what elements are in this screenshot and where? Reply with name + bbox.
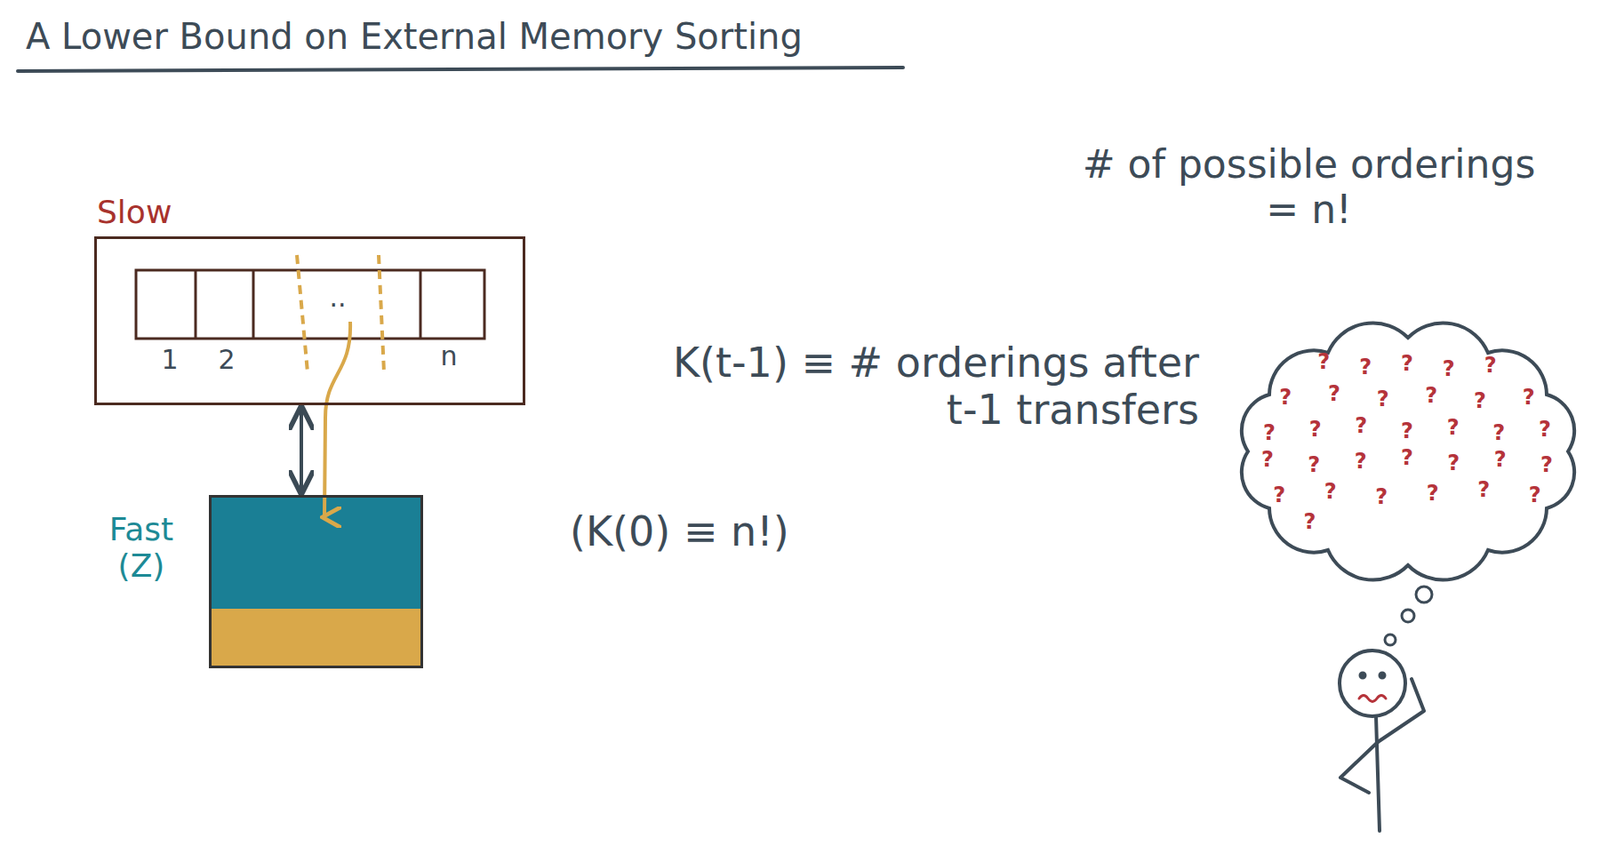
array: [136, 270, 485, 339]
question-mark: ?: [1279, 385, 1292, 411]
transfer-connector: [299, 408, 304, 493]
index-number: 1: [156, 344, 184, 376]
question-mark: ?: [1400, 419, 1414, 445]
fast-memory-fill: [208, 608, 424, 669]
memory-label: Slow: [96, 193, 172, 231]
ellipsis: ..: [315, 282, 360, 314]
box-outline: [94, 236, 526, 406]
thought-bubble: [1401, 609, 1415, 623]
definition: K(t-1) ≡ # orderings after t-1 transfers: [639, 339, 1200, 434]
question-mark: ?: [1538, 417, 1552, 443]
question-mark: ?: [1400, 446, 1414, 472]
fast-memory-fill: [208, 495, 424, 609]
question-mark: ?: [1307, 453, 1320, 479]
box-outline: [208, 495, 424, 669]
memory-label: Fast (Z): [96, 511, 186, 585]
thought-bubble: [1416, 586, 1432, 603]
question-mark: ?: [1376, 387, 1390, 413]
question-mark: ?: [1317, 350, 1330, 376]
title: A Lower Bound on External Memory Sorting: [25, 16, 803, 57]
block-marker: [296, 255, 308, 373]
question-mark: ?: [1303, 510, 1316, 536]
transfer-arrow: [324, 321, 351, 518]
definition: (K(0) ≡ n!): [569, 508, 790, 556]
question-mark: ?: [1477, 478, 1490, 504]
array-divider: [252, 270, 256, 339]
thought-bubble: [1384, 634, 1396, 646]
question-mark: ?: [1426, 481, 1440, 507]
question-mark: ?: [1272, 483, 1286, 509]
question-mark: ?: [1484, 353, 1497, 379]
question-mark: ?: [1447, 451, 1460, 477]
fast-memory: Fast (Z): [96, 495, 424, 669]
question-mark: ?: [1309, 417, 1322, 443]
array-divider: [419, 270, 423, 339]
index-number: 2: [213, 344, 240, 376]
question-mark: ?: [1492, 421, 1505, 447]
question-mark: ?: [1528, 483, 1542, 509]
question-mark: ?: [1400, 352, 1414, 377]
question-mark: ?: [1447, 416, 1460, 441]
question-mark: ?: [1540, 453, 1553, 479]
question-mark: ?: [1261, 448, 1274, 473]
block-marker: [378, 255, 384, 373]
question-mark: ?: [1359, 355, 1372, 381]
question-mark: ?: [1442, 357, 1456, 383]
slow-memory: Slow: [94, 193, 526, 406]
question-mark: ?: [1354, 449, 1368, 475]
question-mark: ?: [1328, 382, 1341, 408]
question-mark: ?: [1473, 389, 1487, 415]
question-mark: ?: [1263, 421, 1276, 447]
array-divider: [194, 270, 198, 339]
note: # of possible orderings = n!: [1071, 142, 1547, 232]
question-mark: ?: [1522, 385, 1536, 411]
question-mark: ?: [1494, 448, 1507, 473]
question-mark: ?: [1375, 485, 1388, 511]
question-mark: ?: [1324, 480, 1337, 505]
index-number: n: [435, 341, 463, 373]
stick-figure: [1339, 650, 1424, 832]
title-underline: [17, 67, 904, 72]
question-mark: ?: [1354, 414, 1368, 440]
question-mark: ?: [1424, 384, 1438, 409]
thought-cloud: [1241, 322, 1575, 580]
